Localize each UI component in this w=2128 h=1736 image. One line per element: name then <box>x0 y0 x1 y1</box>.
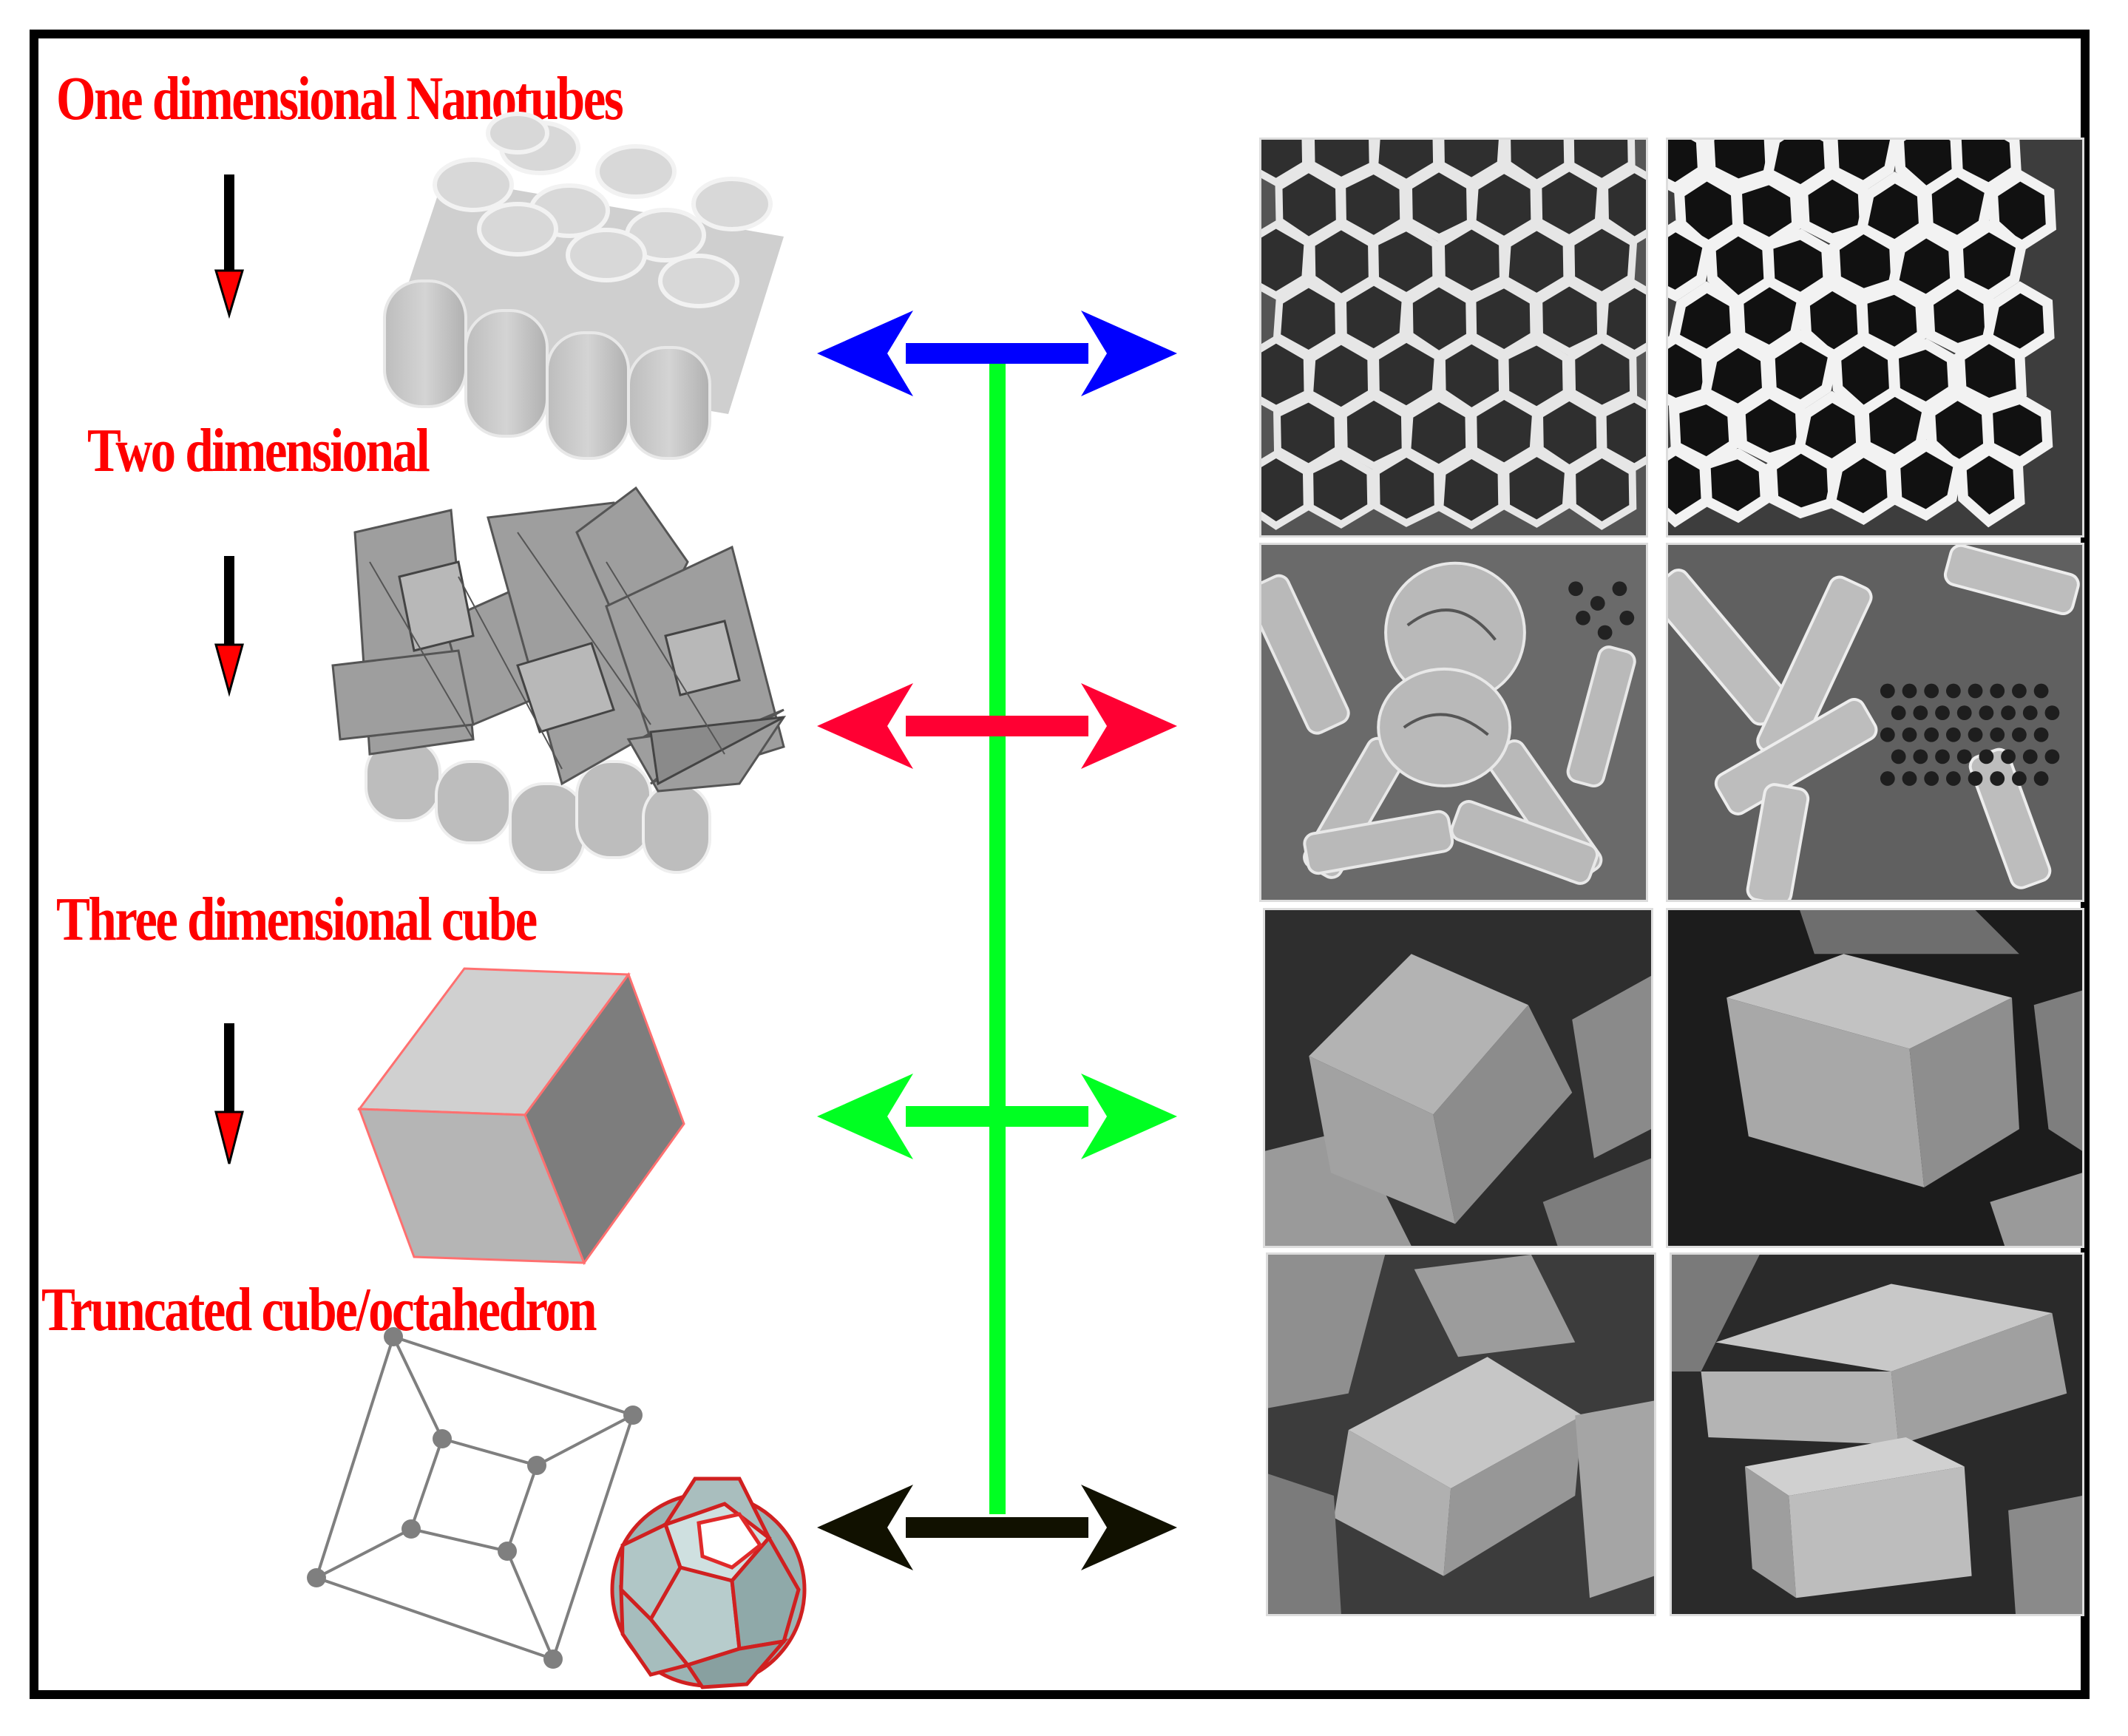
double-arrow-icon <box>817 1485 1177 1570</box>
rods-micrograph <box>1668 545 2082 900</box>
honeycomb-micrograph <box>1261 140 1646 535</box>
down-arrow-icon <box>214 1023 244 1164</box>
sem-panel-two-d-b <box>1666 543 2084 902</box>
down-arrow-icon <box>214 174 245 319</box>
cube-icon <box>357 967 685 1266</box>
truncated-octahedron-icon <box>610 1476 807 1689</box>
cube-micrograph <box>1668 910 2082 1246</box>
sem-panel-truncated-b <box>1670 1252 2084 1616</box>
sem-panel-cube-a <box>1263 908 1653 1248</box>
stage-label-three-dimensional-cube: Three dimensional cube <box>56 885 538 954</box>
stage-label-two-dimensional: Two dimensional <box>87 416 430 485</box>
honeycomb-micrograph <box>1668 140 2082 535</box>
sem-panel-nanotubes-b <box>1666 138 2084 538</box>
nanotube-bundle-icon <box>383 112 784 460</box>
rods-micrograph <box>1261 545 1646 900</box>
double-arrow-icon <box>817 683 1177 769</box>
double-arrow-icon <box>817 311 1177 396</box>
two-dimensional-sheets-icon <box>331 486 787 874</box>
cube-wireframe-icon <box>307 1327 643 1669</box>
truncated-micrograph <box>1672 1255 2082 1614</box>
cube-micrograph <box>1265 910 1651 1246</box>
sem-panel-two-d-a <box>1259 543 1648 902</box>
double-arrow-icon <box>817 1074 1177 1159</box>
sem-panel-cube-b <box>1666 908 2084 1248</box>
down-arrow-icon <box>214 556 244 697</box>
stage-label-truncated: Truncated cube/octahedron <box>41 1275 597 1344</box>
truncated-micrograph <box>1268 1255 1654 1614</box>
sem-panel-truncated-a <box>1266 1252 1656 1616</box>
sem-panel-nanotubes-a <box>1259 138 1648 538</box>
vertical-axis-line <box>989 358 1006 1514</box>
